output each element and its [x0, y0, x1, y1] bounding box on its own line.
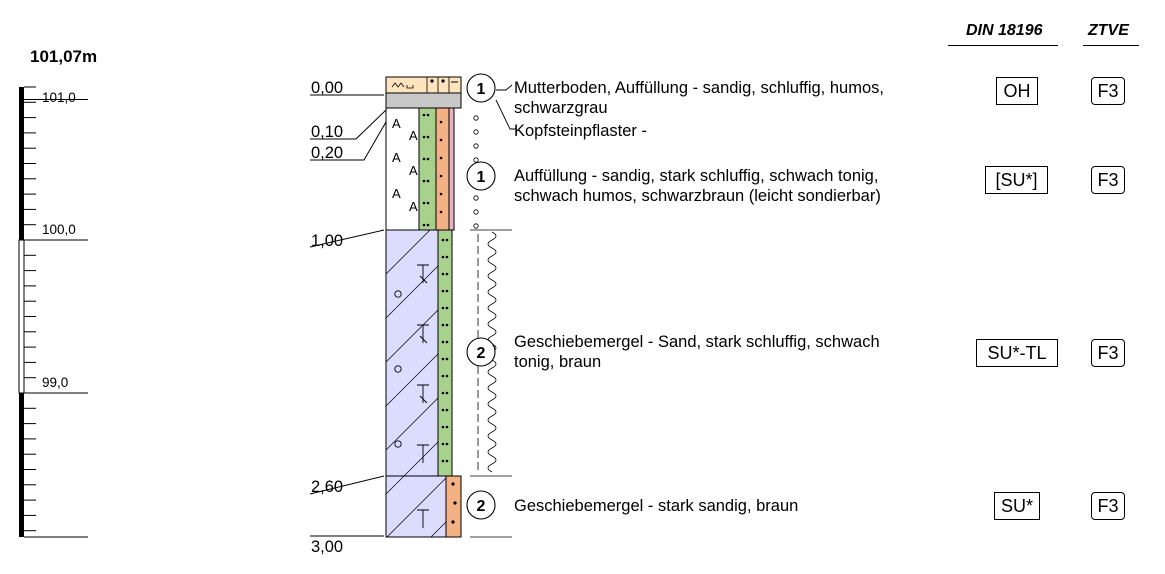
depth-label: 3,00: [311, 538, 344, 556]
ztve-class-box: F3: [1091, 339, 1125, 367]
din-class-box: SU*-TL: [976, 339, 1058, 367]
depth-label: 2,60: [311, 478, 344, 496]
svg-text:A: A: [409, 163, 418, 178]
scale-tick-99: 99,0: [42, 375, 69, 390]
svg-text:A: A: [392, 116, 401, 131]
ztve-class-box: F3: [1091, 492, 1125, 520]
layer-mutterboden: [385, 76, 462, 94]
din-18196-header: DIN 18196: [966, 22, 1043, 39]
depth-label: 0,00: [311, 79, 344, 97]
layer-4-description: Geschiebemergel - Sand, stark schluffig,…: [514, 333, 880, 371]
ztve-class-box: F3: [1091, 77, 1125, 105]
din-class-box: SU*: [994, 492, 1040, 520]
scale-tick-100: 100,0: [42, 222, 76, 237]
layer-number-1: 1: [477, 81, 486, 98]
ztve-header-underline: [1083, 45, 1139, 46]
depth-leaders: [309, 94, 387, 537]
depth-label: 0,20: [311, 144, 344, 162]
layer-2-description: Kopfsteinpflaster -: [514, 122, 647, 140]
layer-number-circles: [466, 73, 496, 520]
layer-number-5: 2: [477, 498, 486, 515]
layer-number-3: 1: [477, 169, 486, 186]
layer-number-4: 2: [477, 345, 486, 362]
layer-1-description: Mutterboden, Auffüllung - sandig, schluf…: [514, 79, 884, 117]
ztve-class-box: F3: [1091, 166, 1125, 194]
elevation-top: 101,07m: [30, 47, 98, 66]
din-class-box: OH: [996, 77, 1038, 105]
depth-label: 0,10: [311, 123, 344, 141]
ztve-header: ZTVE: [1088, 22, 1129, 39]
din-class-box: [SU*]: [985, 166, 1048, 194]
svg-text:A: A: [409, 128, 418, 143]
elevation-scale: [18, 86, 88, 538]
layer-kopfsteinpflaster: [385, 92, 462, 109]
layer-5-description: Geschiebemergel - stark sandig, braun: [514, 497, 799, 515]
svg-text:A: A: [392, 186, 401, 201]
layer-auffuellung: [385, 107, 420, 231]
din-header-underline: [948, 45, 1058, 46]
depth-label: 1,00: [311, 232, 344, 250]
layer-3-description: Auffüllung - sandig, stark schluffig, sc…: [514, 167, 881, 205]
svg-text:A: A: [409, 199, 418, 214]
scale-tick-101: 101,0: [42, 90, 76, 105]
svg-text:A: A: [392, 150, 401, 165]
